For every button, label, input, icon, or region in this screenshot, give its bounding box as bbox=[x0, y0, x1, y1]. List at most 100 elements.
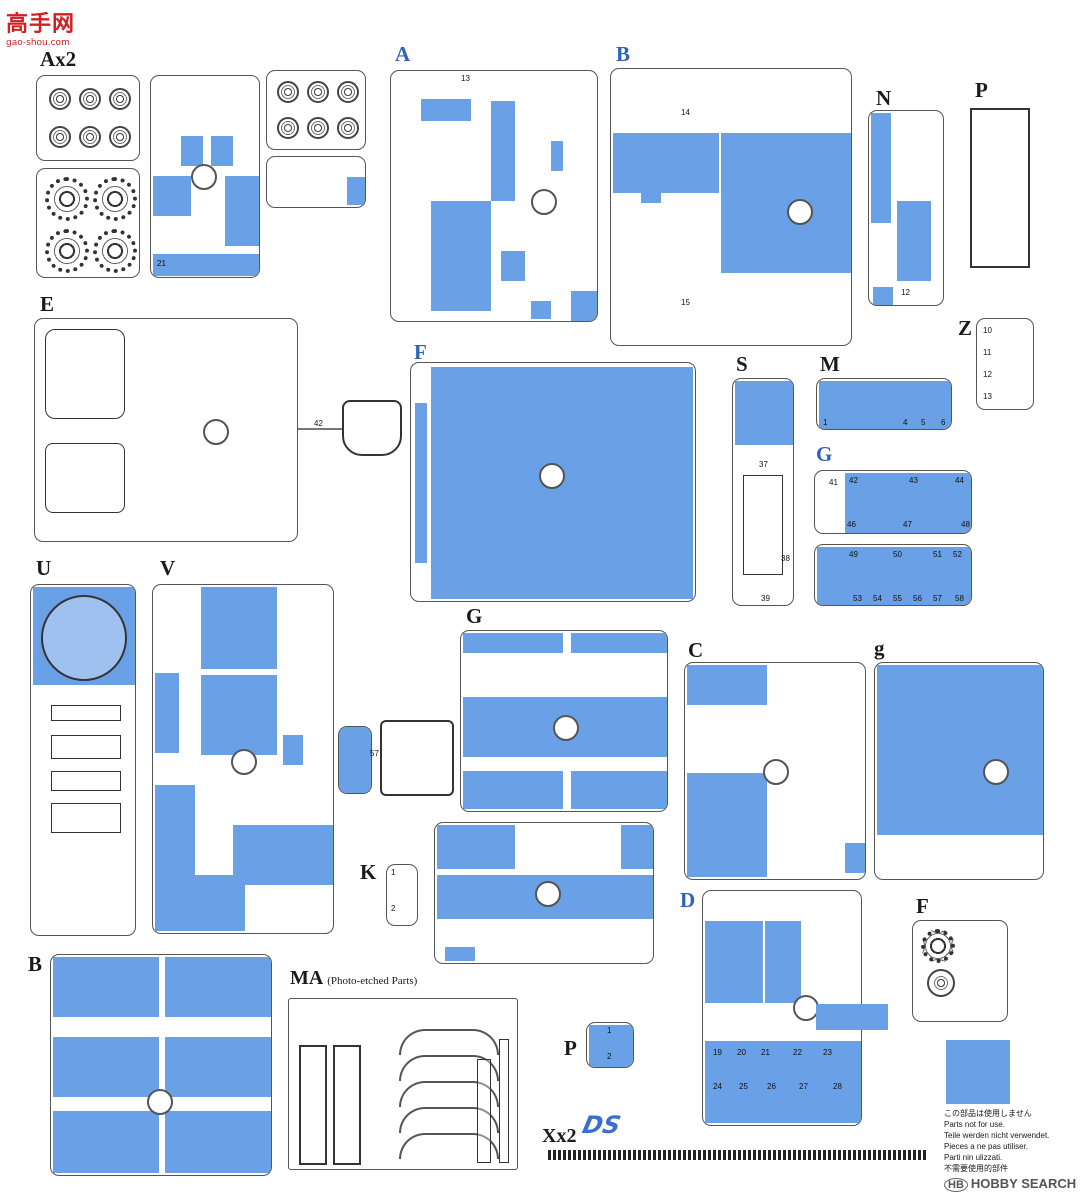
sprue-ax2-wheels-right bbox=[266, 70, 366, 150]
sprue-g-blue-bottom: 49 50 51 52 53 54 55 56 57 58 bbox=[814, 544, 972, 606]
sprue-gate bbox=[203, 419, 229, 445]
part-number: 46 bbox=[847, 520, 856, 529]
part-number: 26 bbox=[767, 1082, 776, 1091]
gear-icon bbox=[921, 929, 955, 963]
road-wheel-icon bbox=[109, 88, 131, 110]
part-number: 55 bbox=[893, 594, 902, 603]
part-number: 6 bbox=[941, 418, 946, 427]
sprue-n: 12 bbox=[868, 110, 944, 306]
sprue-label-ma-text: MA bbox=[290, 967, 323, 989]
legend-line-fr: Pieces a ne pas utiliser. bbox=[944, 1142, 1029, 1151]
part-number: 20 bbox=[737, 1048, 746, 1057]
sprue-label-d: D bbox=[680, 888, 696, 912]
sprue-u bbox=[30, 584, 136, 936]
sprue-gate bbox=[191, 164, 217, 190]
road-wheel-icon bbox=[49, 88, 71, 110]
legend-line-it: Parti nin ulizzati. bbox=[944, 1153, 1003, 1162]
part-number: 56 bbox=[913, 594, 922, 603]
part-number: 25 bbox=[739, 1082, 748, 1091]
sprue-e bbox=[34, 318, 298, 542]
sprue-m: 1 4 5 6 bbox=[816, 378, 952, 430]
part-number: 13 bbox=[461, 74, 470, 83]
sprue-gate bbox=[535, 881, 561, 907]
part-number: 47 bbox=[903, 520, 912, 529]
sprue-label-xx2: Xx2 bbox=[542, 1125, 577, 1147]
sprue-label-z: Z bbox=[958, 316, 973, 340]
sprue-label-ma: MA (Photo-etched Parts) bbox=[290, 968, 417, 988]
sprocket-icon bbox=[45, 177, 89, 221]
sprue-gate bbox=[793, 995, 819, 1021]
sprue-v-side bbox=[338, 726, 372, 794]
sprue-s: 37 38 39 bbox=[732, 378, 794, 606]
sprue-b-bottom bbox=[50, 954, 272, 1176]
sprue-gate bbox=[787, 199, 813, 225]
part-number: 1 bbox=[607, 1026, 612, 1035]
sprue-gate bbox=[983, 759, 1009, 785]
part-number: 13 bbox=[983, 392, 992, 401]
sprue-label-b-top: B bbox=[616, 42, 631, 66]
part-number: 50 bbox=[893, 550, 902, 559]
hobby-search-text: HOBBY SEARCH bbox=[970, 1176, 1077, 1191]
sprue-g-blue-top: 41 42 43 44 46 47 48 bbox=[814, 470, 972, 534]
sprue-gate bbox=[531, 189, 557, 215]
sprue-g-lower bbox=[874, 662, 1044, 880]
sprue-b-top: 14 15 bbox=[610, 68, 852, 346]
part-number: 41 bbox=[829, 478, 838, 487]
sprue-label-ax2: Ax2 bbox=[40, 47, 77, 71]
part-number: 53 bbox=[853, 594, 862, 603]
legend-line-ja: この部品は使用しません bbox=[944, 1109, 1032, 1118]
part-number: 21 bbox=[761, 1048, 770, 1057]
photo-etched-subtitle: (Photo-etched Parts) bbox=[327, 975, 418, 987]
sprue-label-g-mid: G bbox=[466, 604, 483, 628]
sprue-label-s: S bbox=[736, 352, 748, 376]
sprue-gate bbox=[231, 749, 257, 775]
sprue-label-e: E bbox=[40, 292, 55, 316]
legend-line-de: Teile werden nicht verwendet. bbox=[944, 1131, 1050, 1140]
sprue-gate bbox=[553, 715, 579, 741]
sprue-label-n: N bbox=[876, 86, 892, 110]
part-number: 1 bbox=[391, 868, 396, 877]
part-number: 39 bbox=[761, 594, 770, 603]
ds-brand-logo: DS bbox=[580, 1111, 624, 1139]
site-logo-chinese: 高手网 bbox=[6, 12, 76, 37]
legend-line-en: Parts not for use. bbox=[944, 1120, 1005, 1129]
site-logo: 高手网 gao-shou.com bbox=[6, 6, 75, 48]
sprue-c bbox=[684, 662, 866, 880]
part-number: 1 bbox=[823, 418, 828, 427]
sprue-label-m: M bbox=[820, 352, 840, 376]
sprue-label-c: C bbox=[688, 638, 704, 662]
part-number: 48 bbox=[961, 520, 970, 529]
sprue-gate bbox=[147, 1089, 173, 1115]
part-number: 23 bbox=[823, 1048, 832, 1057]
part-number: 57 bbox=[370, 749, 379, 758]
sprue-ma bbox=[288, 998, 518, 1170]
hatch-frame-part bbox=[380, 720, 454, 796]
sprue-k-main bbox=[434, 822, 654, 964]
part-number: 44 bbox=[955, 476, 964, 485]
sprue-label-u: U bbox=[36, 556, 52, 580]
part-number: 15 bbox=[681, 298, 690, 307]
sprue-ax2-small bbox=[266, 156, 366, 208]
sprue-d: 19 20 21 22 23 24 25 26 27 28 bbox=[702, 890, 862, 1126]
sprue-k: 1 2 bbox=[386, 864, 418, 926]
sprue-gate bbox=[539, 463, 565, 489]
sprocket-icon bbox=[45, 229, 89, 273]
sprue-label-g-lower: g bbox=[874, 636, 885, 660]
part-number: 58 bbox=[955, 594, 964, 603]
part-number: 19 bbox=[713, 1048, 722, 1057]
road-wheel-icon bbox=[307, 81, 329, 103]
road-wheel-icon bbox=[49, 126, 71, 148]
part-number: 27 bbox=[799, 1082, 808, 1091]
part-number: 54 bbox=[873, 594, 882, 603]
part-number: 43 bbox=[909, 476, 918, 485]
sprue-label-v: V bbox=[160, 556, 176, 580]
idler-wheel-icon bbox=[93, 177, 137, 221]
part-number: 2 bbox=[391, 904, 396, 913]
sprue-label-p-small: P bbox=[564, 1036, 577, 1060]
part-number: 11 bbox=[983, 348, 992, 357]
part-number: 37 bbox=[759, 460, 768, 469]
road-wheel-icon bbox=[109, 126, 131, 148]
legend-line-zh: 不需要使用的部件 bbox=[944, 1164, 1008, 1173]
hull-part-p bbox=[970, 108, 1030, 268]
